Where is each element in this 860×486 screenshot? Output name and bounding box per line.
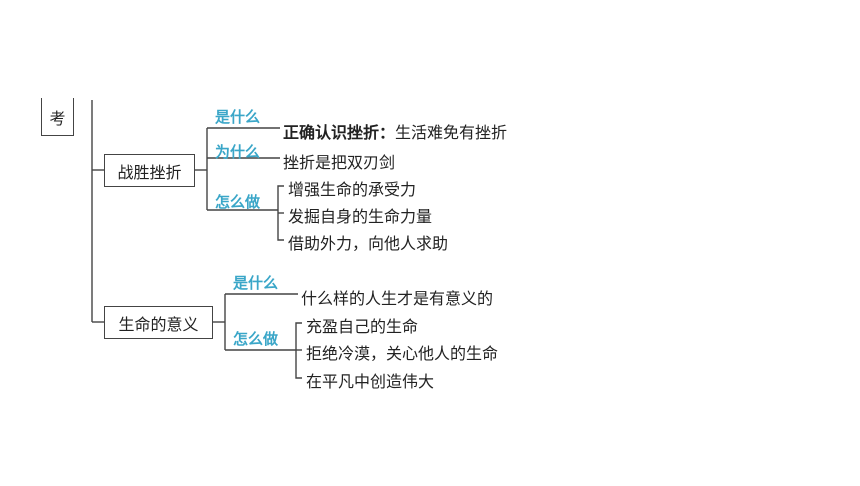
root-label: 考 bbox=[49, 108, 66, 128]
branch-label-why: 为什么 bbox=[215, 143, 261, 161]
item-definition: 生活难免有挫折 bbox=[395, 123, 508, 142]
item-text: 拒绝冷漠，关心他人的生命 bbox=[306, 344, 499, 363]
branch-label-what: 是什么 bbox=[215, 108, 261, 126]
branch-label-what: 是什么 bbox=[233, 274, 279, 292]
item-text: 借助外力，向他人求助 bbox=[288, 234, 449, 253]
branch-label-how: 怎么做 bbox=[215, 193, 261, 211]
item-text: 什么样的人生才是有意义的 bbox=[301, 289, 494, 308]
item-text: 充盈自己的生命 bbox=[306, 317, 419, 336]
node-box-shengming: 生命的意义 bbox=[104, 306, 213, 339]
item-text: 正确认识挫折：生活难免有挫折 bbox=[283, 119, 507, 143]
node-label: 生命的意义 bbox=[118, 314, 199, 334]
item-text: 在平凡中创造伟大 bbox=[306, 372, 435, 391]
node-box-zhansheng: 战胜挫折 bbox=[104, 154, 195, 187]
root-box: 考 bbox=[41, 98, 74, 136]
item-text: 挫折是把双刃剑 bbox=[283, 153, 396, 172]
branch-label-how: 怎么做 bbox=[233, 330, 279, 348]
node-label: 战胜挫折 bbox=[117, 162, 182, 182]
item-term: 正确认识挫折： bbox=[283, 123, 396, 142]
item-text: 增强生命的承受力 bbox=[288, 180, 417, 199]
item-text: 发掘自身的生命力量 bbox=[288, 207, 433, 226]
